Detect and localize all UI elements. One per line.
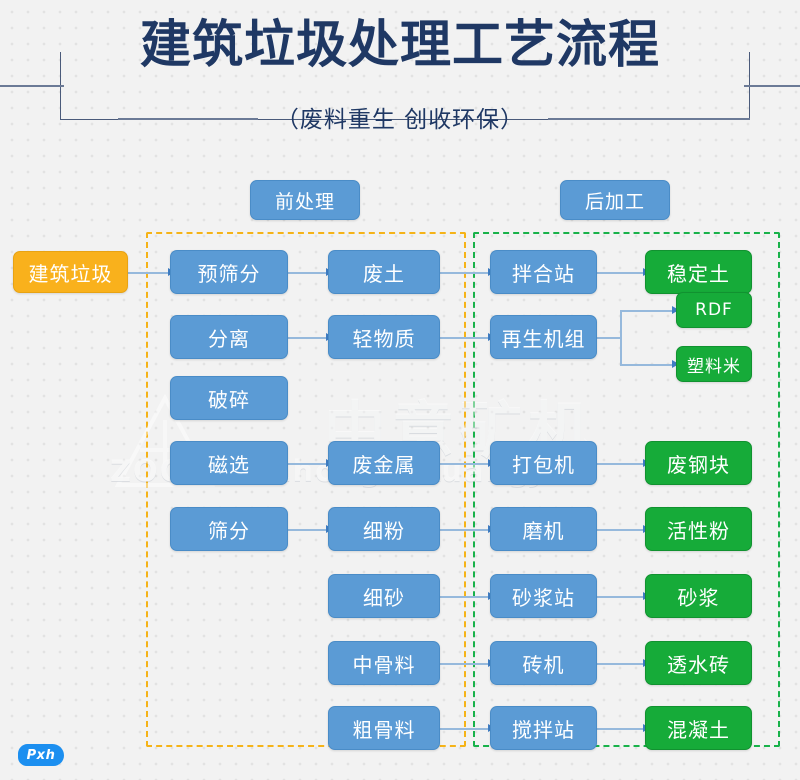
node-scrap-steel[interactable]: 废钢块 <box>645 441 752 485</box>
node-magnetic-separation[interactable]: 磁选 <box>170 441 288 485</box>
connector-baler-to-scrapsteel <box>597 463 645 465</box>
connector-recycleunit-stem <box>597 337 621 339</box>
node-separation[interactable]: 分离 <box>170 315 288 359</box>
node-medium-aggregate[interactable]: 中骨料 <box>328 641 440 685</box>
connector-finepowder-to-mill <box>440 529 490 531</box>
connector-lightmatter-to-recycleunit <box>440 337 490 339</box>
connector-prescreen-to-wastesoil <box>288 272 328 274</box>
node-waste-soil[interactable]: 废土 <box>328 250 440 294</box>
node-mortar-station[interactable]: 砂浆站 <box>490 574 597 618</box>
node-baler[interactable]: 打包机 <box>490 441 597 485</box>
arrowhead <box>672 359 679 368</box>
pxh-badge: Pxh <box>18 744 64 766</box>
header-rule-left <box>0 85 64 87</box>
node-permeable-brick[interactable]: 透水砖 <box>645 641 752 685</box>
node-input-construction-waste[interactable]: 建筑垃圾 <box>13 251 128 293</box>
connector-magnetic-to-wastemetal <box>288 463 328 465</box>
node-mixing-station[interactable]: 拌合站 <box>490 250 597 294</box>
connector-mediumaggregate-to-brickmachine <box>440 663 490 665</box>
page-title: 建筑垃圾处理工艺流程 <box>139 16 660 75</box>
group-header-pretreatment: 前处理 <box>250 180 360 220</box>
node-sieving[interactable]: 筛分 <box>170 507 288 551</box>
connector-mill-to-activepowder <box>597 529 645 531</box>
page-header: 建筑垃圾处理工艺流程 （废料重生 创收环保） <box>0 0 800 150</box>
region-postprocessing <box>473 232 780 747</box>
node-mortar[interactable]: 砂浆 <box>645 574 752 618</box>
connector-separation-to-lightmatter <box>288 337 328 339</box>
connector-sieving-to-finepowder <box>288 529 328 531</box>
connector-wastesoil-to-mixingstation <box>440 272 490 274</box>
connector-recycleunit-to-plasticpellet <box>620 364 676 366</box>
connector-coarseaggregate-to-mixingplant <box>440 728 490 730</box>
connector-recycleunit-riser <box>620 310 622 365</box>
node-brick-machine[interactable]: 砖机 <box>490 641 597 685</box>
connector-recycleunit-to-rdf <box>620 310 676 312</box>
connector-input-to-prescreen <box>128 272 170 274</box>
node-waste-metal[interactable]: 废金属 <box>328 441 440 485</box>
connector-mortarstation-to-mortar <box>597 596 645 598</box>
subtitle-rule-right <box>548 118 750 120</box>
arrowhead <box>672 305 679 314</box>
node-crushing[interactable]: 破碎 <box>170 376 288 420</box>
header-rule-right <box>744 85 800 87</box>
node-coarse-aggregate[interactable]: 粗骨料 <box>328 706 440 750</box>
node-stabilized-soil[interactable]: 稳定土 <box>645 250 752 294</box>
group-header-postprocessing: 后加工 <box>560 180 670 220</box>
node-mill[interactable]: 磨机 <box>490 507 597 551</box>
connector-finesand-to-mortarstation <box>440 596 490 598</box>
node-concrete[interactable]: 混凝土 <box>645 706 752 750</box>
page-subtitle: （废料重生 创收环保） <box>275 107 525 133</box>
node-active-powder[interactable]: 活性粉 <box>645 507 752 551</box>
node-fine-sand[interactable]: 细砂 <box>328 574 440 618</box>
node-plastic-pellet[interactable]: 塑料米 <box>676 346 752 382</box>
flowchart-canvas: 前处理 后加工 中意矿机 ZOONYE ZhongYiKuangJi <box>0 150 800 780</box>
connector-mixingstation-to-stabilizedsoil <box>597 272 645 274</box>
node-recycling-unit[interactable]: 再生机组 <box>490 315 597 359</box>
subtitle-rule-left <box>118 118 258 120</box>
node-fine-powder[interactable]: 细粉 <box>328 507 440 551</box>
region-pretreatment <box>146 232 466 747</box>
node-rdf[interactable]: RDF <box>676 292 752 328</box>
node-mixing-plant[interactable]: 搅拌站 <box>490 706 597 750</box>
node-light-matter[interactable]: 轻物质 <box>328 315 440 359</box>
connector-mixingplant-to-concrete <box>597 728 645 730</box>
connector-wastemetal-to-baler <box>440 463 490 465</box>
connector-brickmachine-to-permeablebrick <box>597 663 645 665</box>
node-prescreen[interactable]: 预筛分 <box>170 250 288 294</box>
